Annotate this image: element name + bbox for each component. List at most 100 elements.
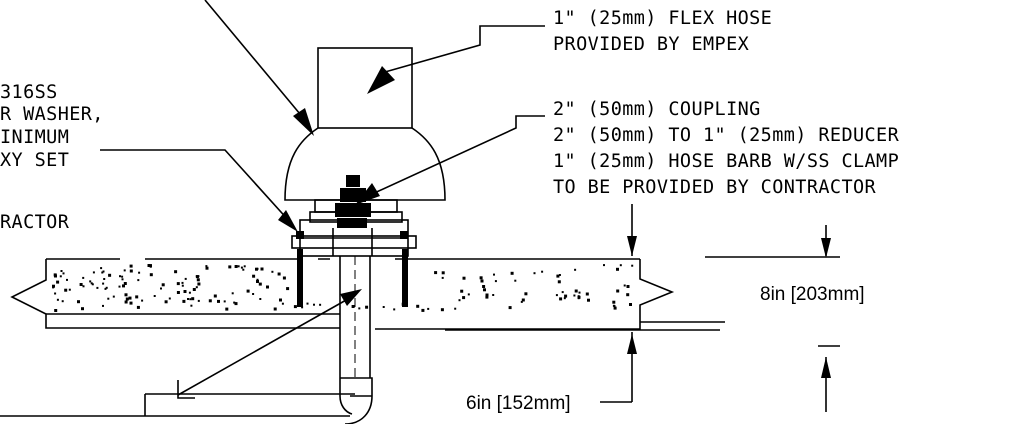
- aggregate-speck: [382, 306, 385, 308]
- aggregate-speck: [197, 299, 200, 302]
- aggregate-speck: [66, 278, 68, 281]
- aggregate-speck: [197, 275, 200, 278]
- aggregate-speck: [266, 285, 269, 289]
- aggregate-speck: [454, 307, 457, 310]
- aggregate-speck: [192, 288, 196, 291]
- aggregate-speck: [282, 276, 286, 280]
- aggregate-speck: [56, 298, 59, 301]
- callout-line: 2" (50mm) TO 1" (25mm) REDUCER: [553, 125, 900, 146]
- aggregate-speck: [205, 266, 209, 270]
- aggregate-speck: [441, 271, 445, 275]
- aggregate-speck: [260, 267, 264, 271]
- callout-line: PROVIDED BY EMPEX: [553, 34, 749, 55]
- aggregate-speck: [129, 269, 133, 273]
- aggregate-speck: [107, 297, 110, 300]
- aggregate-speck: [118, 285, 121, 288]
- aggregate-speck: [286, 287, 290, 291]
- aggregate-speck: [483, 288, 486, 292]
- aggregate-speck: [434, 271, 438, 275]
- callout-line: 1" (25mm) HOSE BARB W/SS CLAMP: [553, 151, 899, 172]
- aggregate-speck: [616, 289, 620, 293]
- aggregate-speck: [62, 272, 65, 275]
- aggregate-speck: [181, 281, 184, 284]
- aggregate-speck: [105, 286, 108, 289]
- aggregate-speck: [96, 286, 99, 289]
- aggregate-speck: [626, 293, 630, 297]
- aggregate-speck: [293, 305, 297, 309]
- aggregate-speck: [233, 301, 236, 304]
- aggregate-speck: [128, 296, 132, 300]
- aggregate-speck: [480, 279, 484, 283]
- aggregate-speck: [101, 271, 104, 274]
- aggregate-speck: [521, 298, 525, 302]
- aggregate-speck: [482, 285, 486, 288]
- aggregate-speck: [149, 264, 152, 268]
- aggregate-speck: [485, 293, 489, 297]
- aggregate-speck: [82, 276, 85, 279]
- callout-line: 2" (50mm) COUPLING: [553, 99, 761, 120]
- aggregate-speck: [103, 278, 106, 280]
- aggregate-speck: [281, 302, 284, 305]
- aggregate-speck: [121, 278, 124, 281]
- aggregate-speck: [585, 292, 589, 296]
- aggregate-speck: [246, 289, 250, 293]
- aggregate-speck: [184, 277, 187, 280]
- aggregate-speck: [225, 307, 229, 311]
- aggregate-speck: [135, 295, 139, 299]
- aggregate-speck: [612, 300, 616, 304]
- aggregate-speck: [427, 307, 430, 310]
- aggregate-speck: [60, 270, 63, 272]
- aggregate-speck: [619, 264, 622, 267]
- aggregate-speck: [271, 270, 274, 273]
- slab-thickness-dimension: 8in [203mm]: [760, 284, 865, 305]
- concrete-aggregate: [52, 264, 634, 312]
- aggregate-speck: [508, 306, 512, 310]
- aggregate-speck: [514, 279, 517, 282]
- aggregate-speck: [124, 300, 128, 304]
- aggregate-speck: [160, 287, 162, 290]
- aggregate-speck: [137, 279, 140, 282]
- aggregate-speck: [574, 289, 578, 293]
- aggregate-speck: [195, 286, 198, 289]
- flex-hose-callout: 1" (25mm) FLEX HOSE PROVIDED BY EMPEX: [553, 8, 772, 55]
- aggregate-speck: [54, 292, 57, 295]
- aggregate-speck: [102, 304, 104, 307]
- aggregate-speck: [259, 298, 262, 300]
- aggregate-speck: [573, 294, 576, 297]
- aggregate-speck: [240, 266, 243, 269]
- aggregate-speck: [564, 294, 568, 298]
- hose-barb-clamp: [332, 175, 373, 256]
- aggregate-speck: [161, 283, 165, 287]
- aggregate-speck: [228, 265, 232, 269]
- aggregate-speck: [208, 299, 212, 303]
- aggregate-speck: [92, 271, 95, 274]
- aggregate-speck: [277, 272, 281, 276]
- aggregate-speck: [629, 303, 632, 306]
- aggregate-speck: [462, 276, 466, 280]
- callout-line: XY SET: [0, 150, 69, 171]
- aggregate-speck: [79, 283, 83, 286]
- aggregate-speck: [613, 306, 617, 310]
- aggregate-speck: [138, 271, 141, 274]
- aggregate-speck: [100, 267, 103, 270]
- aggregate-speck: [301, 306, 304, 309]
- aggregate-speck: [183, 290, 187, 293]
- callout-line: INIMUM: [0, 127, 69, 148]
- dimension-lines: [600, 204, 840, 412]
- aggregate-speck: [358, 307, 361, 310]
- aggregate-speck: [258, 282, 262, 286]
- aggregate-speck: [223, 300, 226, 303]
- aggregate-speck: [56, 280, 60, 284]
- aggregate-speck: [176, 282, 180, 286]
- aggregate-speck: [121, 275, 124, 278]
- aggregate-speck: [559, 297, 563, 301]
- aggregate-speck: [77, 300, 80, 304]
- aggregate-speck: [306, 302, 309, 305]
- aggregate-speck: [563, 297, 566, 300]
- aggregate-speck: [181, 284, 184, 287]
- aggregate-speck: [587, 298, 590, 302]
- aggregate-speck: [129, 264, 133, 268]
- aggregate-speck: [64, 288, 68, 292]
- aggregate-speck: [112, 295, 115, 298]
